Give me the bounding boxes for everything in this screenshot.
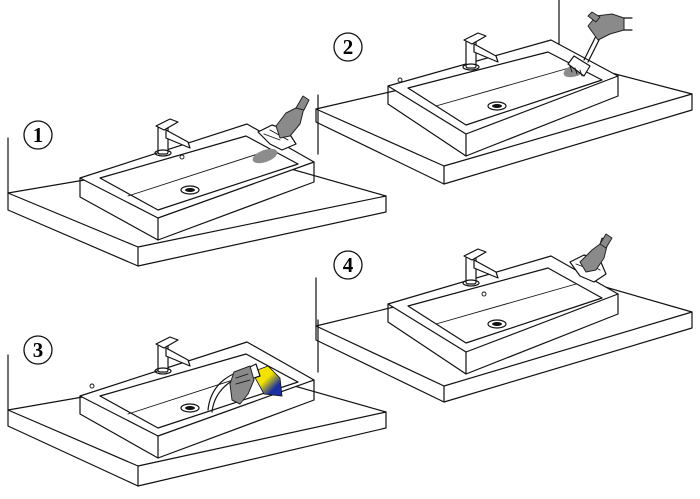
step-1-panel: 1 xyxy=(7,94,387,267)
step-4-panel: 4 xyxy=(315,233,693,403)
gloved-hand-icon xyxy=(229,365,255,405)
faucet xyxy=(154,118,191,160)
basin-floor-line xyxy=(435,65,577,107)
faucet xyxy=(89,336,191,389)
step-1-badge xyxy=(23,120,53,150)
faucet xyxy=(462,248,499,297)
step-2-panel: 2 xyxy=(315,0,693,185)
step-3-badge xyxy=(23,335,53,365)
basin-inner xyxy=(407,51,603,126)
basin-floor-line xyxy=(435,283,577,325)
faucet xyxy=(397,32,499,83)
drain-hole xyxy=(492,322,502,326)
gloved-hand-cloth-icon xyxy=(569,233,613,283)
basin-floor-line xyxy=(127,149,271,197)
step-1-number: 1 xyxy=(33,123,44,147)
drain-hole xyxy=(185,406,195,410)
drain xyxy=(180,403,200,413)
step-2-badge xyxy=(333,32,363,62)
basin-inner xyxy=(99,353,299,429)
step-3-panel: 3 xyxy=(7,319,387,487)
stain xyxy=(252,148,278,164)
basin-inner xyxy=(99,135,299,211)
step-4-number: 4 xyxy=(343,253,354,277)
step-2-number: 2 xyxy=(343,35,354,59)
gloved-hand-icon xyxy=(587,11,633,41)
step-3-number: 3 xyxy=(33,338,44,362)
drain xyxy=(487,101,507,111)
basin-inner xyxy=(407,267,603,344)
drain xyxy=(487,319,507,329)
gloved-hand-cloth-icon xyxy=(257,95,310,151)
step-4-badge xyxy=(333,250,363,280)
drain-hole xyxy=(185,188,195,192)
drain-hole xyxy=(492,104,502,108)
drain xyxy=(180,185,200,195)
